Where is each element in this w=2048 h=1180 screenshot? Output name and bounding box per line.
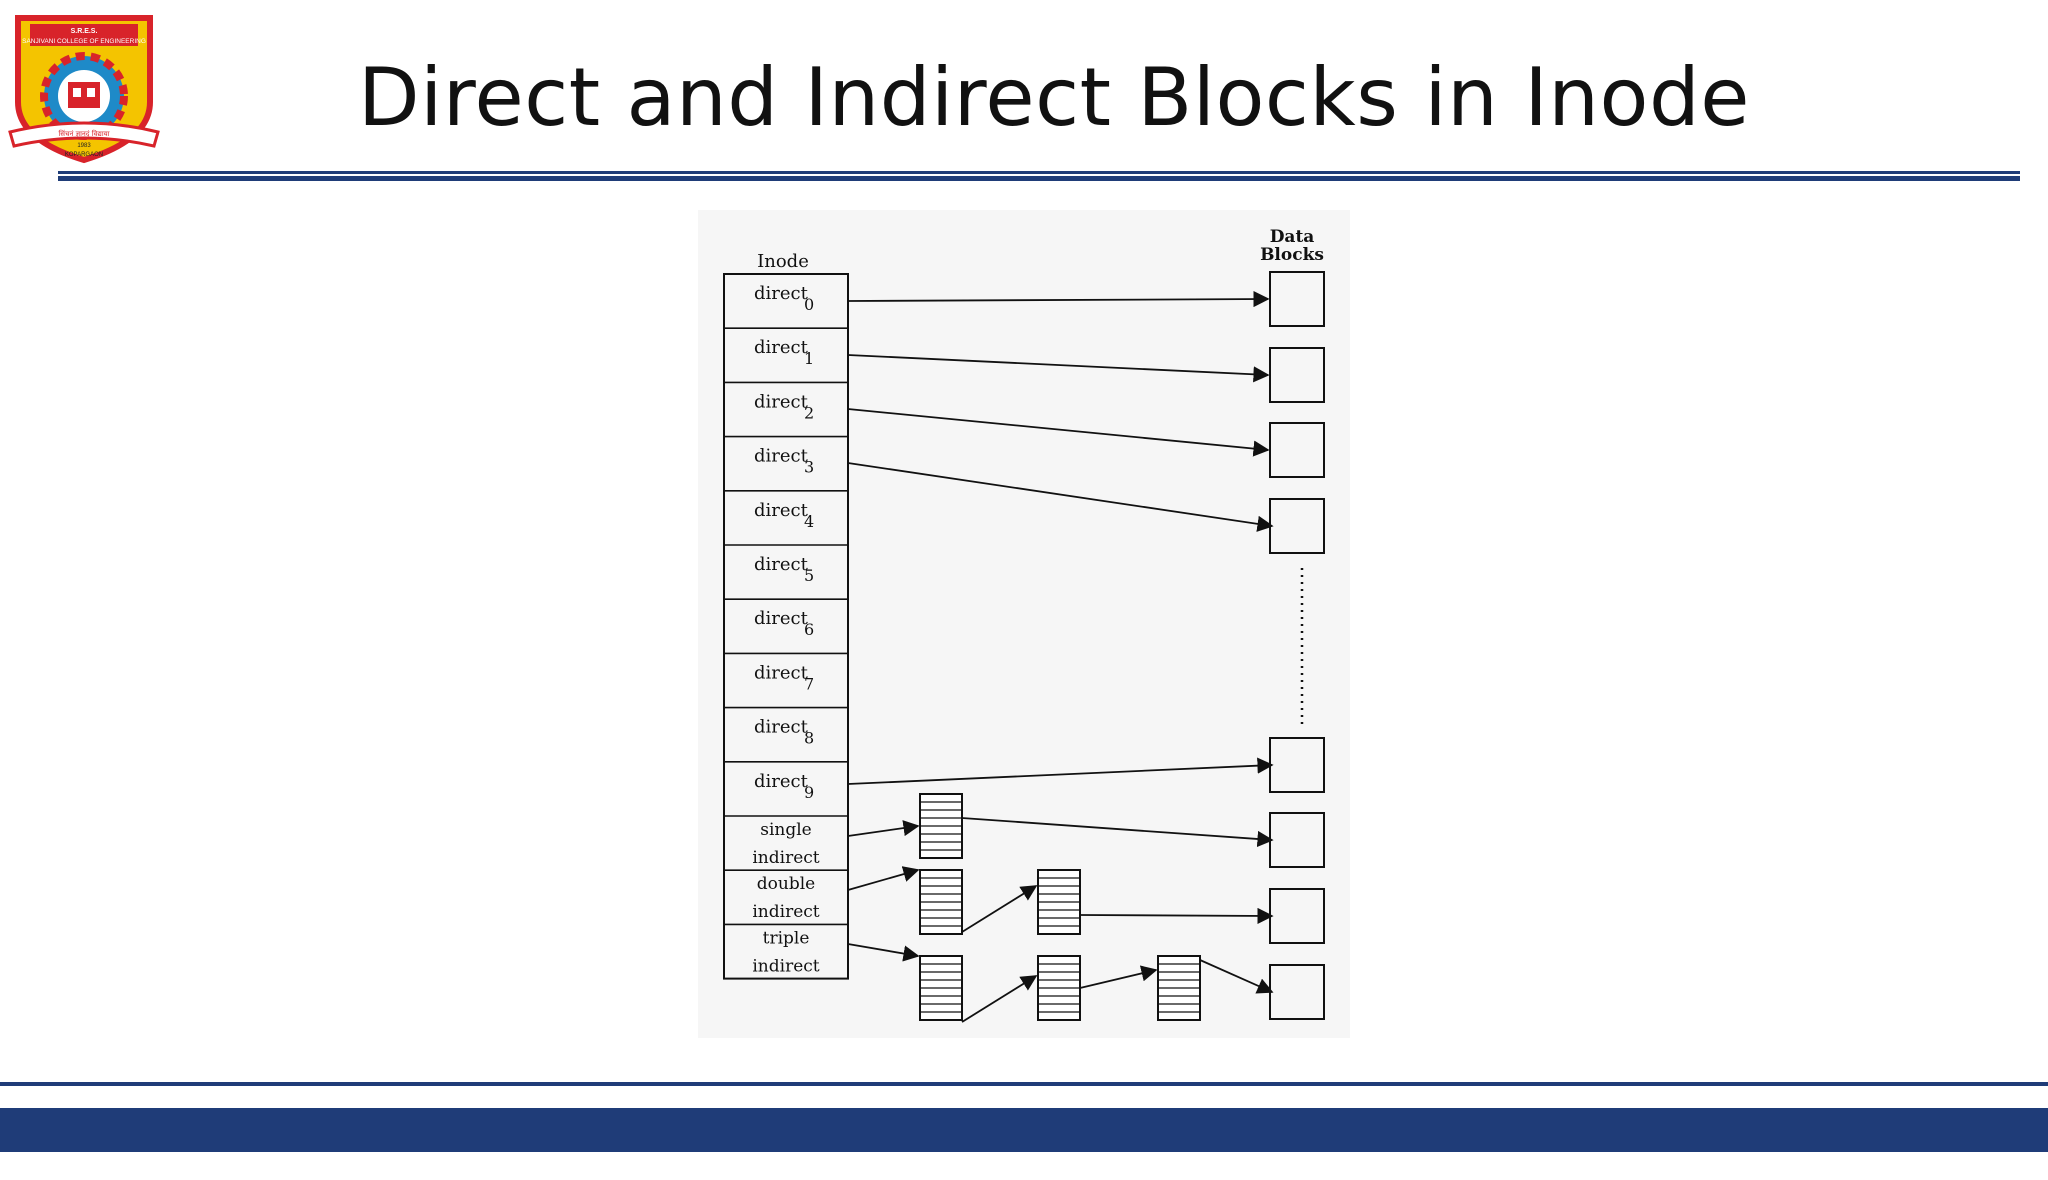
direct-label: direct — [754, 771, 809, 792]
title-divider — [58, 171, 2020, 181]
data-block — [1269, 737, 1325, 793]
pointer-arrow — [847, 757, 1274, 785]
pointer-arrow — [847, 943, 920, 962]
data-block — [1269, 812, 1325, 868]
direct-index: 6 — [804, 620, 814, 639]
direct-label: direct — [754, 446, 809, 467]
direct-index: 0 — [804, 295, 814, 314]
direct-index: 4 — [804, 512, 814, 531]
pointer-arrow — [847, 354, 1270, 383]
indirect-label-line1: double — [757, 874, 815, 894]
direct-index: 8 — [804, 729, 814, 748]
direct-index: 5 — [804, 566, 814, 585]
pointer-arrow — [847, 866, 920, 891]
direct-label: direct — [754, 391, 809, 412]
index-block — [919, 869, 963, 935]
data-block — [1269, 888, 1325, 944]
pointer-arrow — [1079, 965, 1158, 989]
logo-year: 1983 — [77, 143, 91, 149]
direct-label: direct — [754, 717, 809, 738]
inode-table-frame — [723, 273, 849, 980]
slide-title: Direct and Indirect Blocks in Inode — [358, 51, 1750, 144]
direct-index: 3 — [804, 458, 814, 477]
direct-index: 2 — [804, 403, 814, 422]
pointer-arrow — [847, 290, 1270, 308]
direct-index: 7 — [804, 674, 814, 693]
inode-label: Inode — [757, 251, 809, 272]
direct-label: direct — [754, 283, 809, 304]
inode-row-triple-indirect: triple indirect — [724, 923, 848, 976]
data-block — [1269, 498, 1325, 554]
indirect-label-line2: indirect — [752, 902, 819, 922]
college-logo: S.R.E.S. SANJIVANI COLLEGE OF ENGINEERIN… — [4, 10, 164, 170]
footer-bar: DEPARTMENT OF COMPUTER ENGINEERING, Sanj… — [0, 1108, 2048, 1177]
direct-index: 1 — [804, 349, 814, 368]
indirect-label-line1: triple — [763, 928, 810, 948]
pointer-arrow — [1079, 907, 1274, 925]
index-block — [1157, 955, 1201, 1021]
direct-label: direct — [754, 500, 809, 521]
direct-index: 9 — [804, 783, 814, 802]
inode-row-double-indirect: double indirect — [724, 869, 848, 922]
logo-motto: सिंचनं ज्ञानदं विद्याया — [58, 129, 109, 138]
pointer-arrow — [847, 820, 920, 837]
direct-label: direct — [754, 554, 809, 575]
pointer-arrow — [847, 462, 1274, 532]
pointer-arrow — [961, 885, 1038, 933]
index-block — [1037, 955, 1081, 1021]
logo-top-text: S.R.E.S. — [71, 28, 98, 35]
index-block — [1037, 869, 1081, 935]
indirect-label-line2: indirect — [752, 848, 819, 868]
footer-divider — [0, 1082, 2048, 1086]
data-block — [1269, 347, 1325, 403]
data-blocks-label-line2: Blocks — [1260, 245, 1324, 265]
pointer-arrow — [961, 975, 1038, 1023]
pointer-arrow — [961, 817, 1274, 848]
direct-label: direct — [754, 337, 809, 358]
data-block — [1269, 271, 1325, 327]
logo-place: KOPARGAON — [65, 152, 103, 158]
inode-row-single-indirect: single indirect — [724, 815, 848, 868]
data-block — [1269, 422, 1325, 478]
logo-college-name: SANJIVANI COLLEGE OF ENGINEERING — [22, 38, 146, 45]
pointer-arrow — [847, 408, 1270, 457]
index-block — [919, 793, 963, 859]
index-block — [919, 955, 963, 1021]
indirect-label-line2: indirect — [752, 956, 819, 976]
footer-text: DEPARTMENT OF COMPUTER ENGINEERING, Sanj… — [628, 1151, 1441, 1177]
data-block — [1269, 964, 1325, 1020]
direct-label: direct — [754, 608, 809, 629]
data-blocks-label-line1: Data — [1270, 227, 1315, 247]
indirect-label-line1: single — [760, 820, 812, 840]
direct-label: direct — [754, 662, 809, 683]
pointer-arrow — [1199, 959, 1274, 994]
